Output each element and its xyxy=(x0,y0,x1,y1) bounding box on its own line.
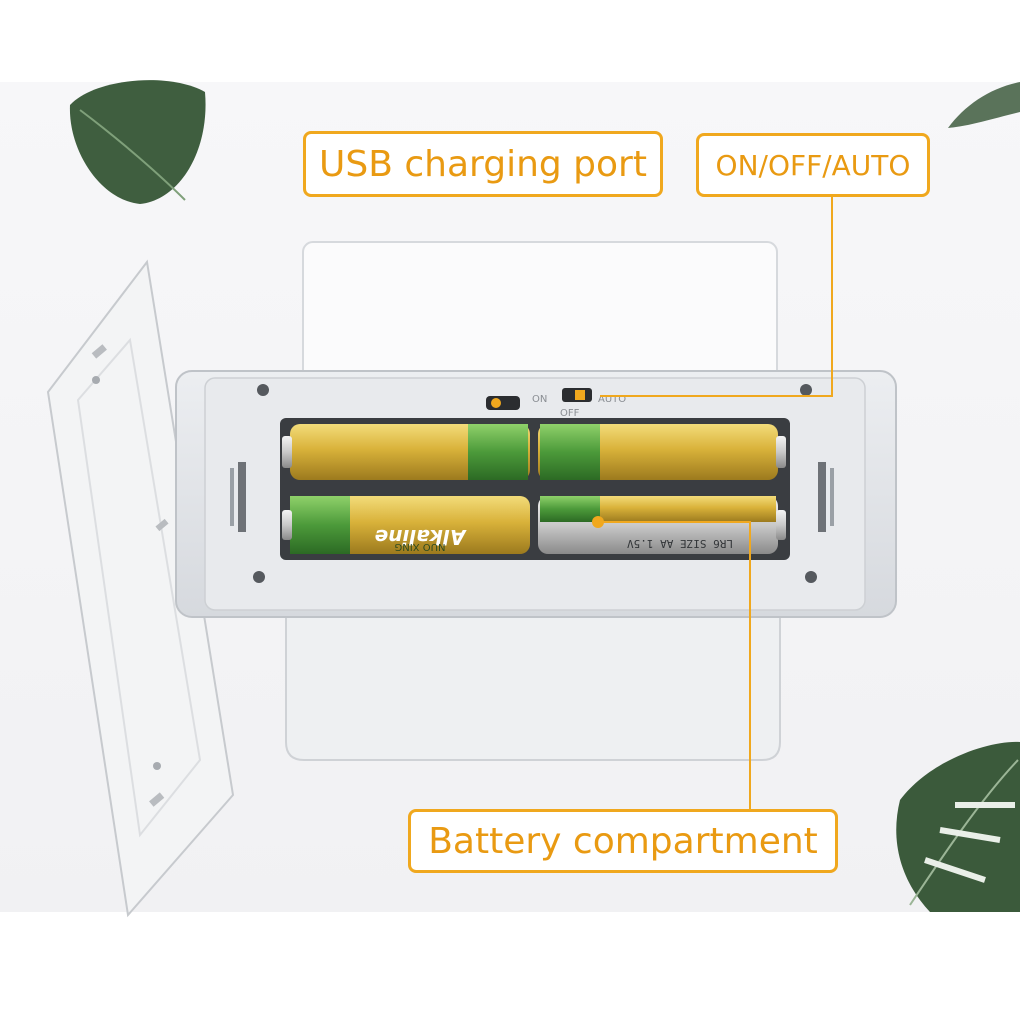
switch-mark-auto: AUTO xyxy=(598,394,626,405)
screw-top-right xyxy=(800,384,812,396)
battery-2 xyxy=(538,424,786,480)
battery-cover xyxy=(46,259,235,918)
switch-mark-off: OFF xyxy=(560,408,580,419)
usb-port-label: USB charging port xyxy=(319,143,647,185)
battery-1 xyxy=(282,424,530,480)
leaf-bottom-right xyxy=(896,741,1020,912)
battery-type-print: Alkaline xyxy=(375,525,468,549)
screw-top-left xyxy=(257,384,269,396)
leader-line-switch xyxy=(600,197,833,397)
leader-line-battery xyxy=(598,521,751,809)
battery-brand-print: NUO XING xyxy=(395,541,446,552)
usb-port-callout: USB charging port xyxy=(303,131,663,197)
battery-4: LR6 SIZE AA 1.5V xyxy=(538,496,786,554)
device-stand xyxy=(285,604,781,761)
leaf-top-right xyxy=(948,82,1020,128)
battery-compartment-callout: Battery compartment xyxy=(408,809,838,873)
switch-mark-on: ON xyxy=(532,394,547,405)
battery-compartment-label: Battery compartment xyxy=(428,820,818,862)
power-switch-label: ON/OFF/AUTO xyxy=(715,148,911,182)
screw-bottom-left xyxy=(253,571,265,583)
battery-size-print: LR6 SIZE AA 1.5V xyxy=(627,537,733,550)
display-panel xyxy=(302,241,778,393)
leaf-top-left xyxy=(69,80,206,204)
screw-bottom-right xyxy=(805,571,817,583)
battery-3: Alkaline NUO XING xyxy=(282,496,530,554)
power-switch-callout: ON/OFF/AUTO xyxy=(696,133,930,197)
